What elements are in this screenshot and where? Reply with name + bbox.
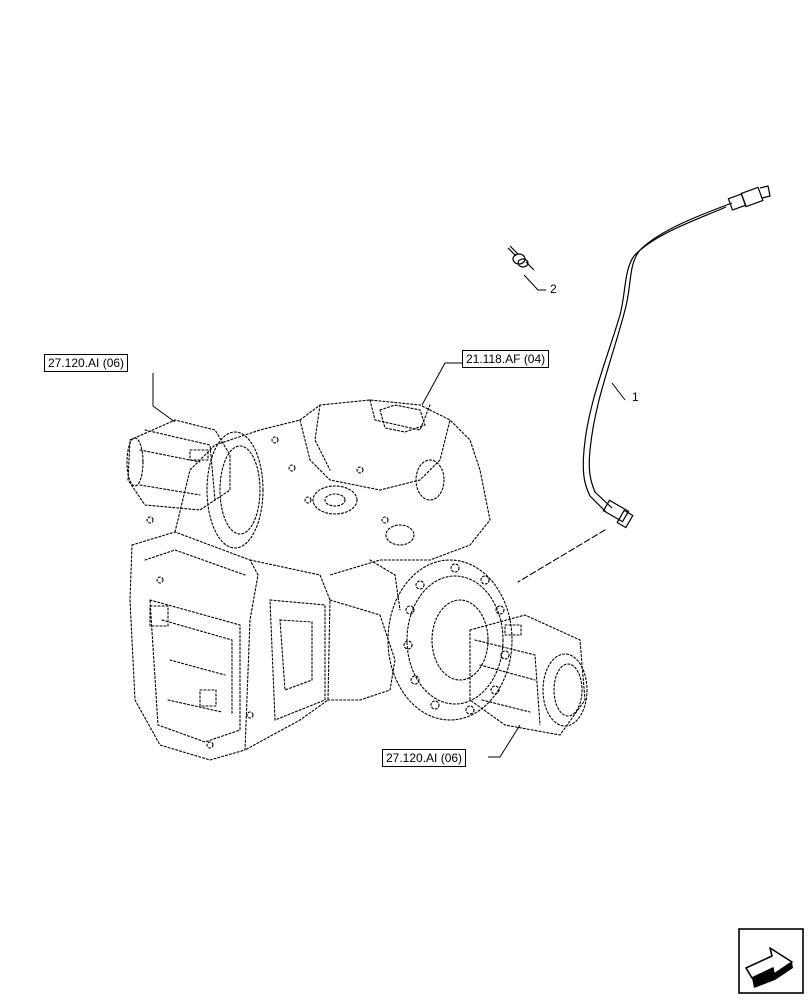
reference-box-top[interactable]: 21.118.AF (04) [462,350,550,368]
leader-line-ref-left [152,373,176,423]
retaining-clip[interactable] [507,245,535,271]
sensor-harness[interactable] [582,185,771,529]
leader-line-ref-top [421,362,462,406]
projection-line [517,529,606,583]
callout-2: 2 [550,282,557,296]
transmission-housing-outline [126,399,588,761]
callout-1: 1 [632,390,639,404]
next-page-arrow-icon[interactable] [738,928,804,994]
reference-box-bottom[interactable]: 27.120.AI (06) [382,749,467,767]
leader-line-callout-2 [523,274,546,291]
leader-line-ref-bottom [488,724,521,758]
leader-line-callout-1 [611,382,626,401]
reference-box-left[interactable]: 27.120.AI (06) [44,354,129,372]
